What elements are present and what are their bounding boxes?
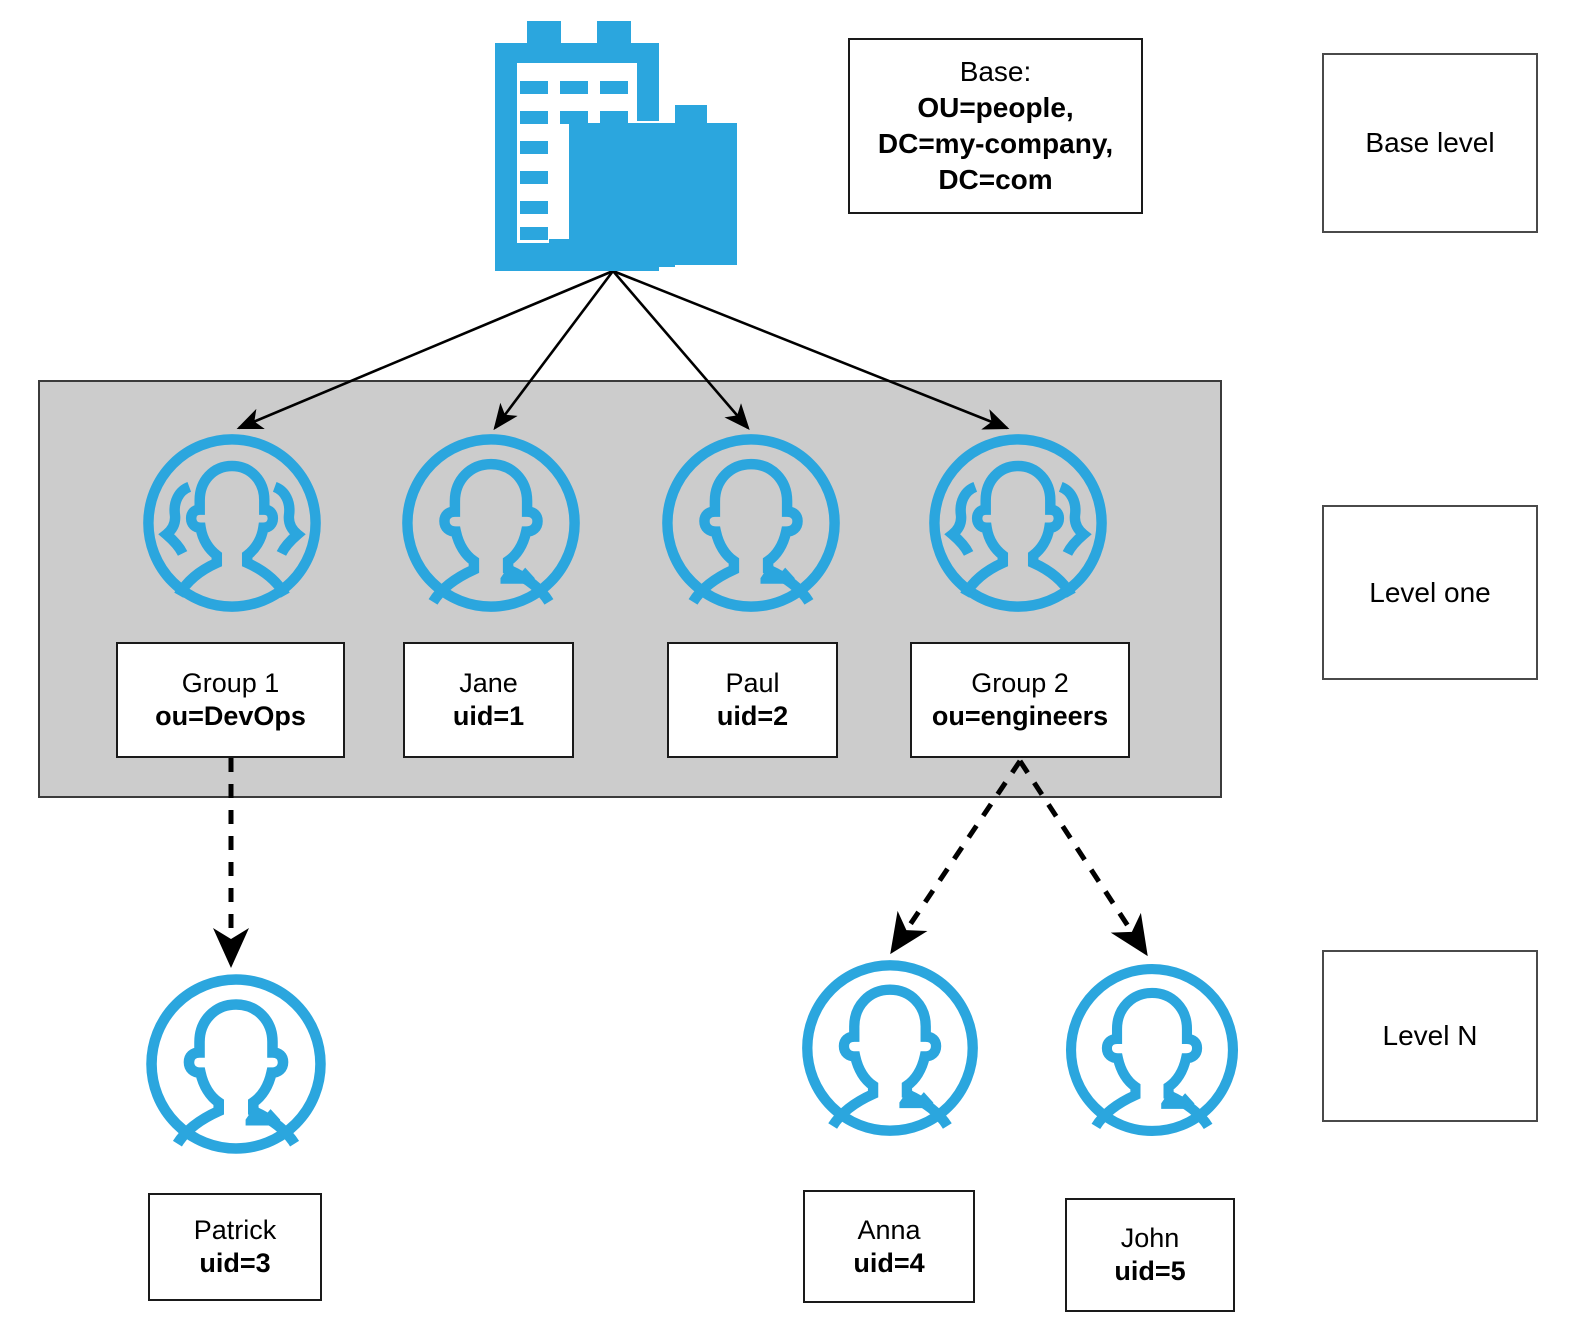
node-attr: uid=1 (452, 701, 525, 731)
person-avatar-icon (656, 428, 846, 618)
node-label-paul: Paul uid=2 (667, 642, 838, 758)
legend-base-level-label: Base level (1365, 127, 1495, 158)
group-avatar-icon (920, 428, 1116, 618)
node-label-group1: Group 1 ou=DevOps (116, 642, 345, 758)
legend-level-one: Level one (1322, 505, 1538, 680)
legend-level-n-label: Level N (1382, 1020, 1478, 1051)
node-name: Jane (459, 668, 518, 699)
node-attr: ou=DevOps (155, 701, 306, 731)
node-label-anna: Anna uid=4 (803, 1190, 975, 1303)
node-name: Group 1 (181, 668, 280, 699)
office-building-icon (487, 13, 745, 271)
node-attr: uid=2 (716, 701, 789, 731)
node-label-group2: Group 2 ou=engineers (910, 642, 1130, 758)
legend-level-one-label: Level one (1369, 576, 1491, 608)
base-note-line1: OU=people, (917, 92, 1074, 124)
node-attr: ou=engineers (931, 701, 1109, 731)
person-avatar-icon (396, 428, 586, 618)
legend-base-level: Base level (1322, 53, 1538, 233)
node-attr: uid=3 (199, 1248, 271, 1278)
group-avatar-icon (134, 428, 330, 618)
person-avatar-icon (796, 954, 984, 1142)
node-label-patrick: Patrick uid=3 (148, 1193, 322, 1301)
node-attr: uid=4 (853, 1247, 925, 1278)
node-attr: uid=5 (1114, 1256, 1186, 1286)
node-label-jane: Jane uid=1 (403, 642, 574, 758)
node-label-john: John uid=5 (1065, 1198, 1235, 1312)
person-avatar-icon (1060, 958, 1244, 1142)
legend-level-n: Level N (1322, 950, 1538, 1122)
node-name: Patrick (193, 1215, 277, 1246)
base-note-line3: DC=com (938, 163, 1053, 195)
person-avatar-icon (140, 968, 332, 1160)
node-name: John (1120, 1223, 1180, 1254)
base-dn-note: Base: OU=people, DC=my-company, DC=com (848, 38, 1143, 214)
node-name: Paul (725, 668, 780, 699)
base-note-label: Base: (959, 56, 1032, 88)
node-name: Group 2 (971, 668, 1069, 699)
node-name: Anna (857, 1214, 921, 1245)
base-note-line2: DC=my-company, (877, 128, 1114, 159)
